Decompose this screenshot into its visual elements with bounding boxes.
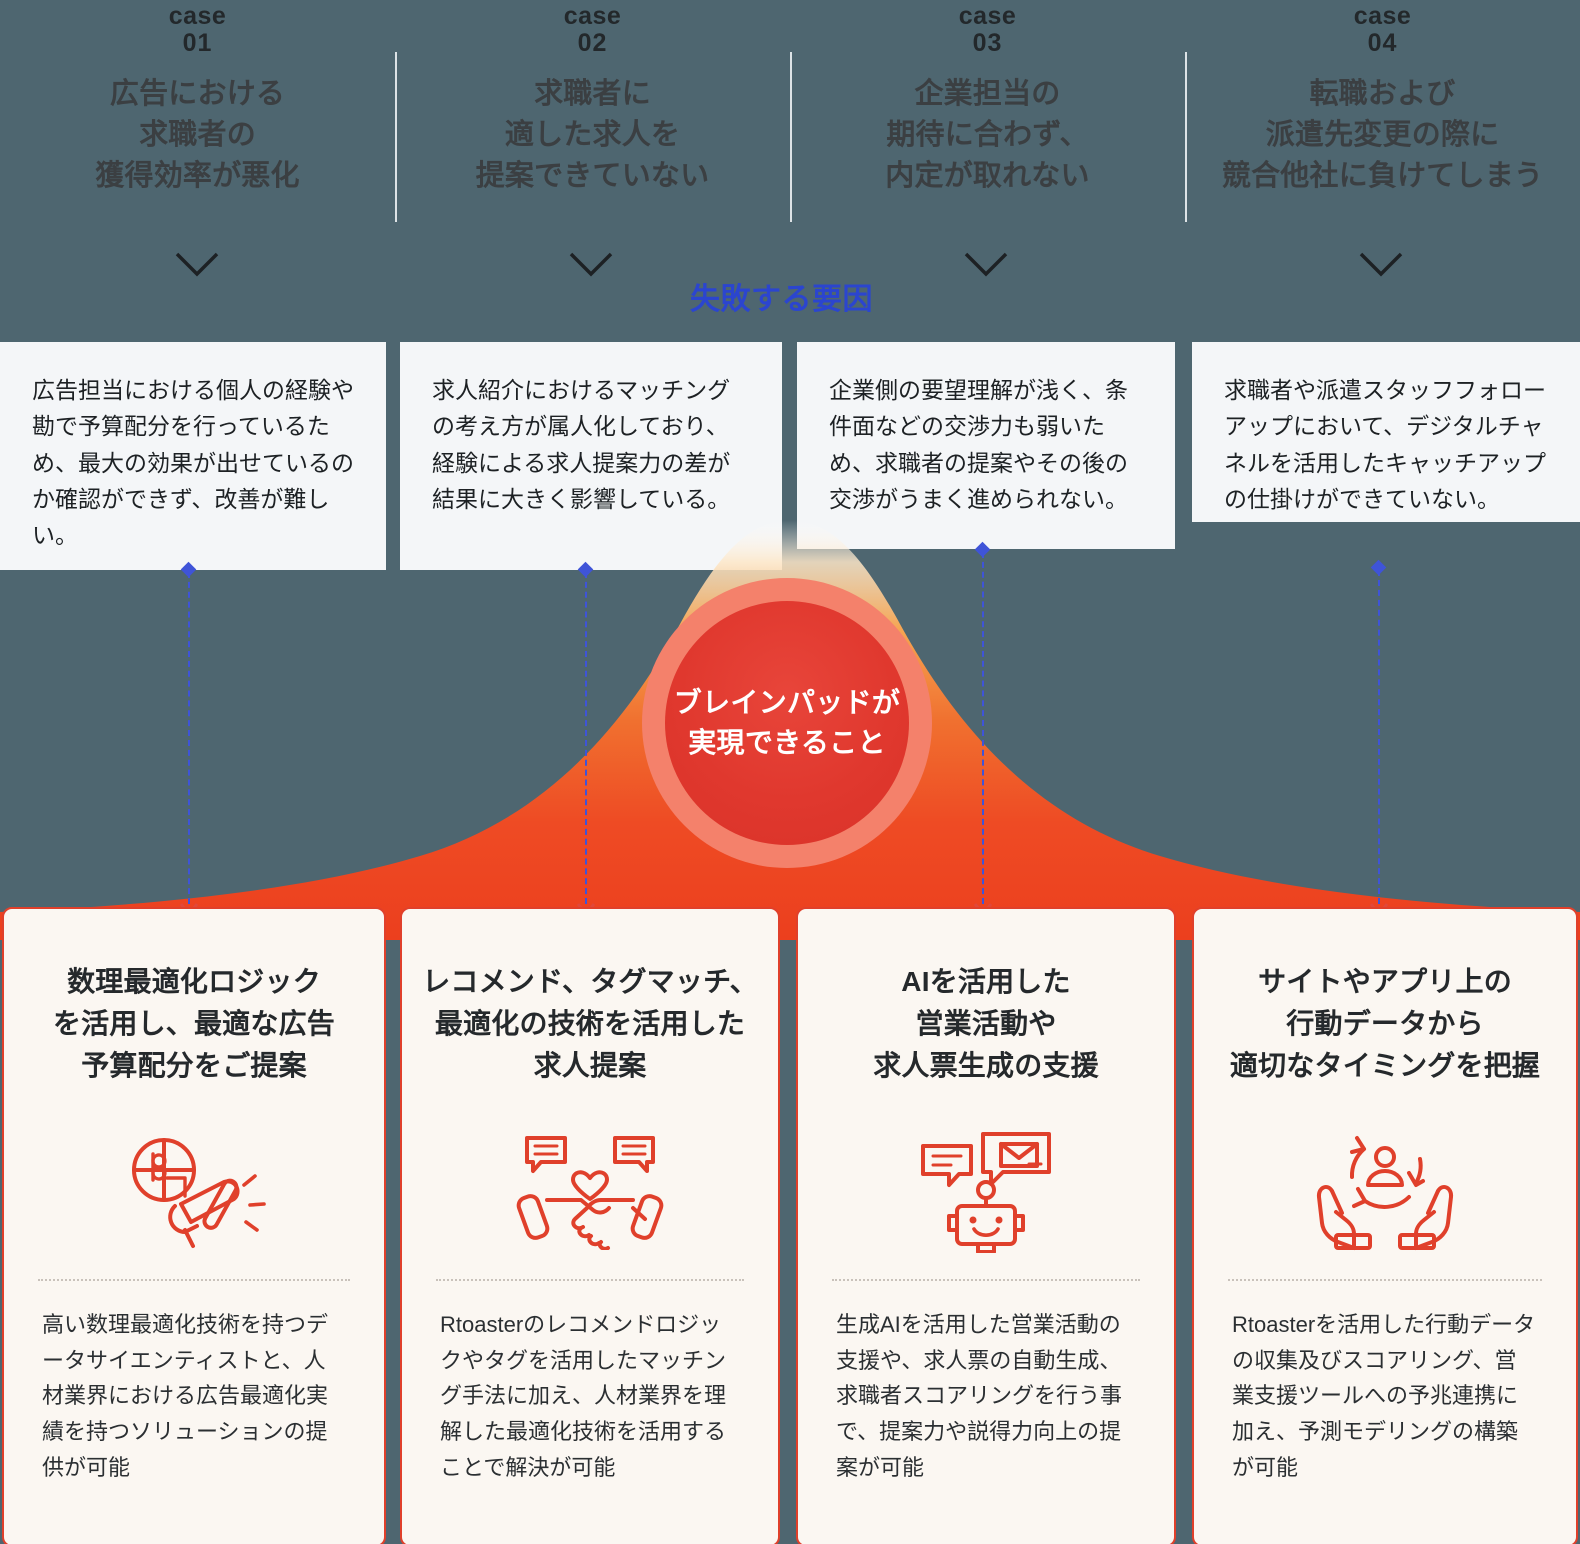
card-divider [436, 1279, 744, 1281]
problem-text: 広告担当における個人の経験や勘で予算配分を行っているため、最大の効果が出せている… [32, 377, 354, 549]
pie-chart-megaphone-icon [4, 1115, 384, 1265]
case-column-03: case 03 企業担当の期待に合わず、内定が取れない [790, 0, 1185, 228]
connector-line-01 [188, 572, 190, 904]
robot-chat-mail-icon [798, 1115, 1174, 1265]
connector-line-04 [1378, 570, 1380, 904]
problem-text: 求職者や派遣スタッフフォローアップにおいて、デジタルチャネルを活用したキャッチア… [1224, 377, 1546, 512]
connector-line-03 [982, 552, 984, 904]
case-title: 広告における求職者の獲得効率が悪化 [95, 78, 300, 193]
problem-box-04: 求職者や派遣スタッフフォローアップにおいて、デジタルチャネルを活用したキャッチア… [1192, 342, 1580, 522]
solution-card-04[interactable]: サイトやアプリ上の行動データから適切なタイミングを把握 Rtoasterを活用し… [1192, 907, 1578, 1544]
case-number: 02 [577, 29, 608, 57]
problem-box-03: 企業側の要望理解が浅く、条件面などの交渉力も弱いため、求職者の提案やその後の交渉… [797, 342, 1175, 549]
problem-box-01: 広告担当における個人の経験や勘で予算配分を行っているため、最大の効果が出せている… [0, 342, 386, 570]
case-kicker: case [563, 2, 622, 30]
center-circle-label: ブレインパッドが実現できること [673, 687, 901, 758]
handshake-chat-heart-icon [402, 1115, 778, 1265]
case-column-04: case 04 転職および派遣先変更の際に競合他社に負けてしまう [1185, 0, 1580, 228]
chevron-down-icon-04 [1358, 250, 1404, 278]
case-divider [790, 52, 792, 222]
chevron-down-icon-03 [963, 250, 1009, 278]
chevron-down-icon-01 [174, 250, 220, 278]
case-kicker: case [1353, 2, 1412, 30]
case-title: 企業担当の期待に合わず、内定が取れない [885, 78, 1090, 193]
solution-body: 生成AIを活用した営業活動の支援や、求人票の自動生成、求職者スコアリングを行う事… [836, 1312, 1123, 1480]
case-number: 01 [182, 29, 213, 57]
case-number: 04 [1367, 29, 1398, 57]
problem-text: 求人紹介におけるマッチングの考え方が属人化しており、経験による求人提案力の差が結… [432, 377, 731, 512]
case-divider [395, 52, 397, 222]
solution-card-02[interactable]: レコメンド、タグマッチ、最適化の技術を活用した求人提案 Rtoasterのレコメ… [400, 907, 780, 1544]
chevron-down-icon-02 [568, 250, 614, 278]
solution-title: サイトやアプリ上の行動データから適切なタイミングを把握 [1229, 966, 1541, 1081]
solution-card-03[interactable]: AIを活用した営業活動や求人票生成の支援 生成AIを活用した営業 [796, 907, 1176, 1544]
card-divider [38, 1279, 350, 1281]
card-divider [832, 1279, 1140, 1281]
solution-body: Rtoasterのレコメンドロジックやタグを活用したマッチング手法に加え、人材業… [440, 1312, 727, 1480]
solution-title: AIを活用した営業活動や求人票生成の支援 [873, 966, 1099, 1081]
solution-body: Rtoasterを活用した行動データの収集及びスコアリング、営業支援ツールへの予… [1232, 1312, 1536, 1480]
case-title: 転職および派遣先変更の際に競合他社に負けてしまう [1221, 78, 1544, 193]
solution-card-01[interactable]: 数理最適化ロジックを活用し、最適な広告予算配分をご提案 高い数理最適化技術を持つ… [2, 907, 386, 1544]
solution-body: 高い数理最適化技術を持つデータサイエンティストと、人材業界における広告最適化実績… [42, 1312, 329, 1480]
case-header-row: case 01 広告における求職者の獲得効率が悪化 case 02 求職者に適し… [0, 0, 1580, 228]
card-divider [1228, 1279, 1542, 1281]
case-divider [1185, 52, 1187, 222]
case-number: 03 [972, 29, 1003, 57]
solution-title: レコメンド、タグマッチ、最適化の技術を活用した求人提案 [422, 966, 758, 1081]
case-kicker: case [958, 2, 1017, 30]
problem-text: 企業側の要望理解が浅く、条件面などの交渉力も弱いため、求職者の提案やその後の交渉… [829, 377, 1128, 512]
connector-line-02 [585, 572, 587, 904]
failure-factor-label: 失敗する要因 [690, 283, 873, 316]
hands-person-cycle-icon [1194, 1115, 1576, 1265]
center-circle: ブレインパッドが実現できること [642, 578, 932, 868]
case-kicker: case [168, 2, 227, 30]
case-title: 求職者に適した求人を提案できていない [475, 78, 710, 193]
solution-title: 数理最適化ロジックを活用し、最適な広告予算配分をご提案 [52, 966, 335, 1081]
case-column-02: case 02 求職者に適した求人を提案できていない [395, 0, 790, 228]
problem-box-02: 求人紹介におけるマッチングの考え方が属人化しており、経験による求人提案力の差が結… [400, 342, 782, 570]
case-column-01: case 01 広告における求職者の獲得効率が悪化 [0, 0, 395, 228]
center-circle-inner: ブレインパッドが実現できること [665, 601, 909, 845]
